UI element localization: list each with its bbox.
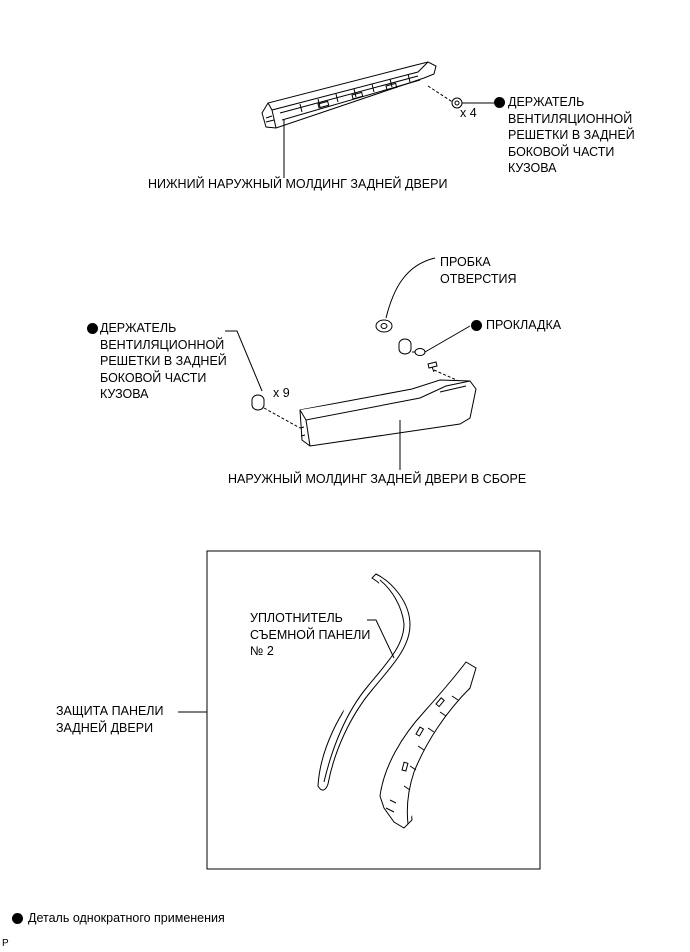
single-use-marker-gasket	[471, 320, 482, 331]
label-molding-assy: НАРУЖНЫЙ МОЛДИНГ ЗАДНЕЙ ДВЕРИ В СБОРЕ	[228, 472, 527, 486]
screw-part	[427, 361, 438, 373]
single-use-marker-mid	[87, 323, 98, 334]
label-vent-holder-mid: ДЕРЖАТЕЛЬ ВЕНТИЛЯЦИОННОЙ РЕШЕТКИ В ЗАДНЕ…	[100, 321, 227, 401]
leader-gasket	[424, 325, 471, 353]
detail-frame	[206, 550, 541, 870]
label-hole-plug: ПРОБКА ОТВЕРСТИЯ	[440, 255, 517, 286]
rear-door-panel-protector	[379, 661, 477, 829]
leader-hole-plug	[385, 257, 436, 319]
vent-holder-clip-mid	[251, 394, 265, 411]
removable-panel-seal	[317, 573, 411, 791]
leader-clip-mid-dashed	[263, 407, 301, 429]
gasket-part	[414, 348, 426, 356]
molding-clip-mid	[398, 338, 412, 355]
qty-top: x 4	[460, 106, 477, 120]
qty-mid: x 9	[273, 386, 290, 400]
lower-outer-molding	[261, 61, 437, 129]
leader-clip-top	[427, 85, 455, 104]
outer-molding-assembly	[299, 379, 477, 447]
hole-plug	[375, 319, 393, 333]
corner-code: P	[2, 938, 9, 949]
legend-text: Деталь однократного применения	[28, 911, 225, 925]
label-lower-molding: НИЖНИЙ НАРУЖНЫЙ МОЛДИНГ ЗАДНЕЙ ДВЕРИ	[148, 177, 448, 191]
label-vent-holder-top: ДЕРЖАТЕЛЬ ВЕНТИЛЯЦИОННОЙ РЕШЕТКИ В ЗАДНЕ…	[508, 95, 635, 175]
legend-single-use-icon	[12, 913, 23, 924]
label-panel-protector: ЗАЩИТА ПАНЕЛИ ЗАДНЕЙ ДВЕРИ	[56, 704, 164, 735]
label-gasket: ПРОКЛАДКА	[486, 318, 562, 332]
leader-vent-mid	[225, 330, 263, 392]
label-seal: УПЛОТНИТЕЛЬ СЪЕМНОЙ ПАНЕЛИ № 2	[250, 611, 371, 658]
leader-seal	[367, 619, 395, 659]
single-use-marker-top	[494, 97, 505, 108]
